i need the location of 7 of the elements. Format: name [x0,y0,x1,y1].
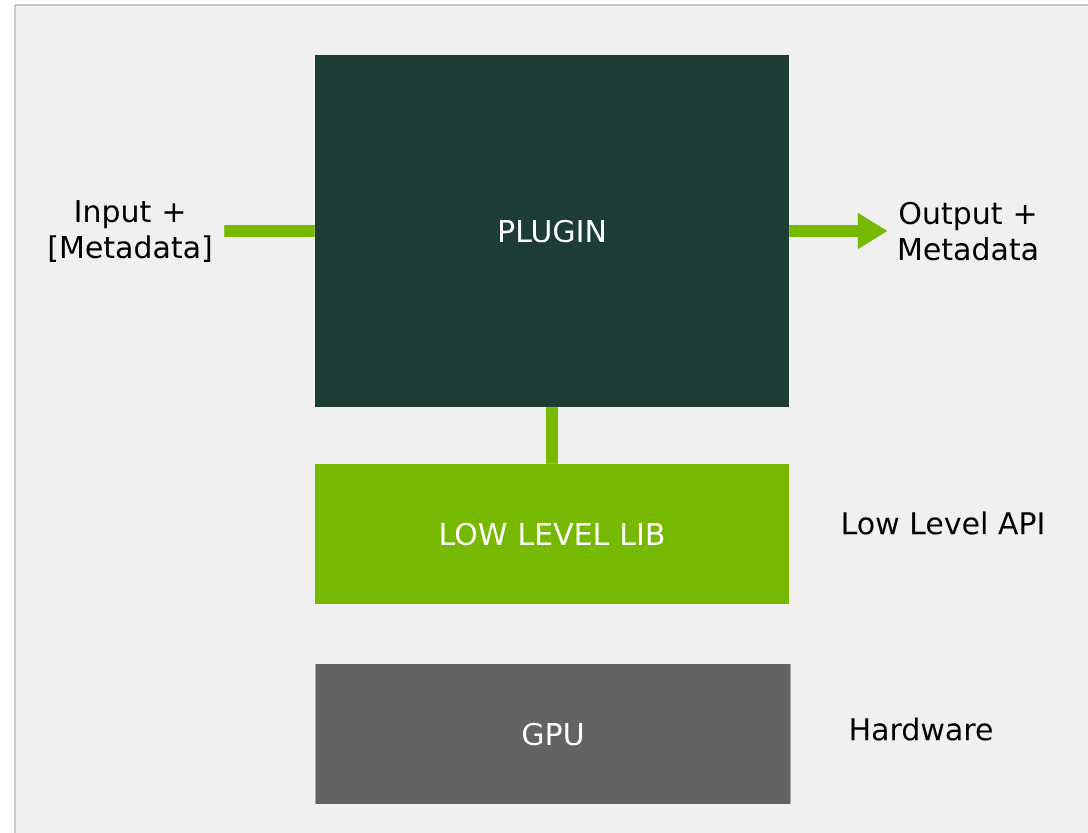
layer-label: Low Level API [843,511,1043,535]
input-label: Input + [Metadata] [49,200,211,262]
output-label: Output + Metadata [899,201,1037,261]
library-box: LOW LEVEL LIB [315,464,789,604]
layer-label: Hardware [851,717,992,741]
plugin-box: PLUGIN [315,55,789,407]
gpu-box: GPU [315,664,791,804]
